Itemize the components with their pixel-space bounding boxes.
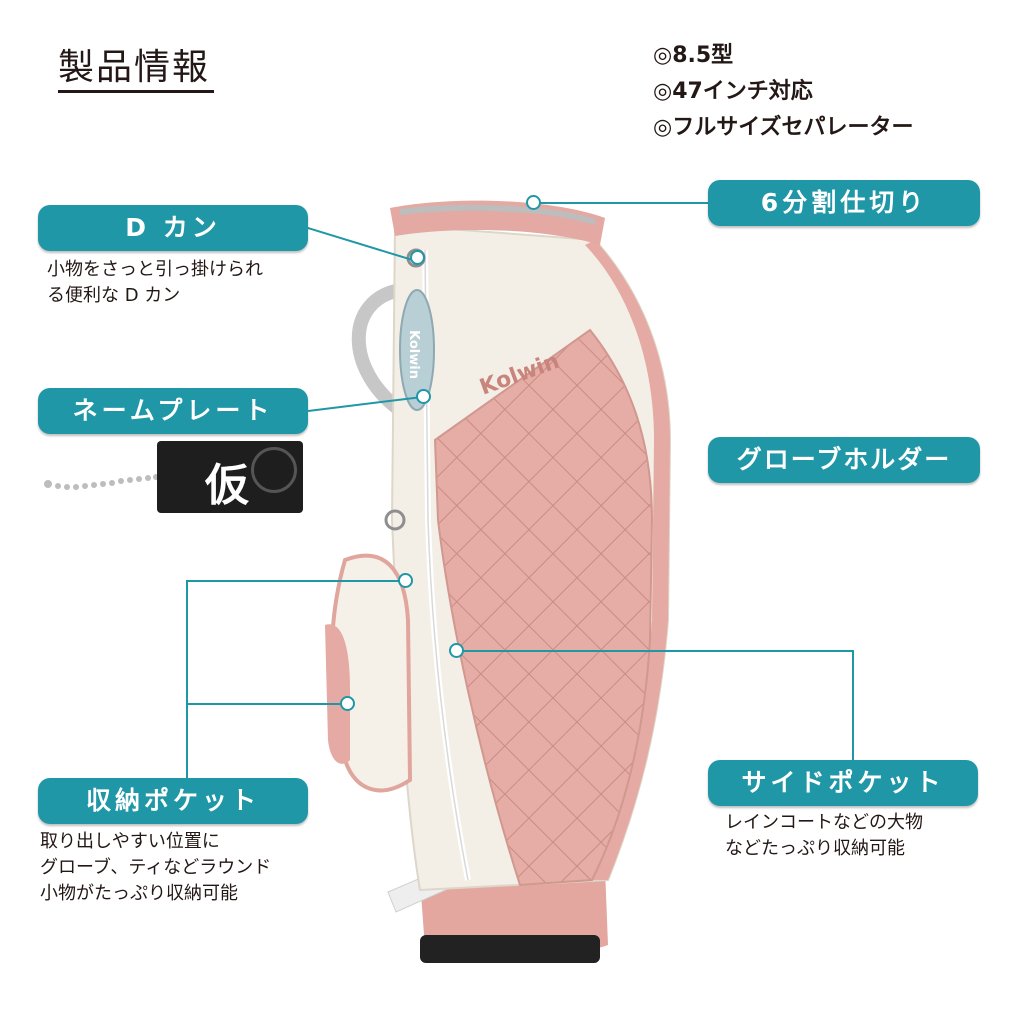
storage-pocket-label: 収納ポケット: [38, 778, 308, 824]
nameplate-label: ネームプレート: [38, 388, 308, 434]
glove-holder-label: グローブホルダー: [708, 437, 980, 483]
side-pocket-description: レインコートなどの大物 などたっぷり収納可能: [725, 810, 923, 862]
title-underline: [58, 90, 214, 93]
divider-label: 6分割仕切り: [708, 180, 980, 226]
desc-line: などたっぷり収納可能: [725, 838, 905, 859]
name-tag-sample: 仮: [157, 441, 303, 513]
callout-dot: [398, 573, 413, 588]
storage-pocket-description: 取り出しやすい位置に グローブ、ティなどラウンド 小物がたっぷり収納可能: [40, 829, 271, 907]
connector-line: [186, 703, 346, 705]
ball-chain-illustration: [44, 474, 159, 490]
desc-line: 小物をさっと引っ掛けられ: [47, 259, 263, 280]
callout-dot: [410, 250, 425, 265]
tag-emboss: [251, 447, 297, 493]
spec-item: ◎フルサイズセパレーター: [653, 115, 914, 140]
spec-list: ◎8.5型 ◎47インチ対応 ◎フルサイズセパレーター: [653, 38, 914, 146]
callout-dot: [416, 389, 431, 404]
desc-line: 取り出しやすい位置に: [40, 831, 220, 852]
page-title: 製品情報: [58, 47, 211, 88]
desc-line: レインコートなどの大物: [725, 812, 923, 833]
side-pocket-label: サイドポケット: [708, 760, 978, 806]
desc-line: 小物がたっぷり収納可能: [40, 883, 238, 904]
svg-text:Kolwin: Kolwin: [406, 330, 421, 379]
desc-line: る便利な D カン: [47, 285, 181, 306]
spec-item: ◎8.5型: [653, 43, 734, 68]
callout-dot: [340, 696, 355, 711]
connector-line: [186, 580, 406, 582]
callout-dot: [449, 643, 464, 658]
desc-line: グローブ、ティなどラウンド: [40, 857, 272, 878]
name-tag-text: 仮: [205, 460, 249, 511]
dkan-description: 小物をさっと引っ掛けられ る便利な D カン: [47, 257, 263, 309]
connector-line: [533, 202, 709, 204]
spec-item: ◎47インチ対応: [653, 79, 813, 104]
connector-line: [852, 650, 854, 762]
dkan-label: D カン: [38, 205, 308, 251]
connector-line: [186, 580, 188, 780]
callout-dot: [526, 195, 541, 210]
connector-line: [457, 650, 854, 652]
